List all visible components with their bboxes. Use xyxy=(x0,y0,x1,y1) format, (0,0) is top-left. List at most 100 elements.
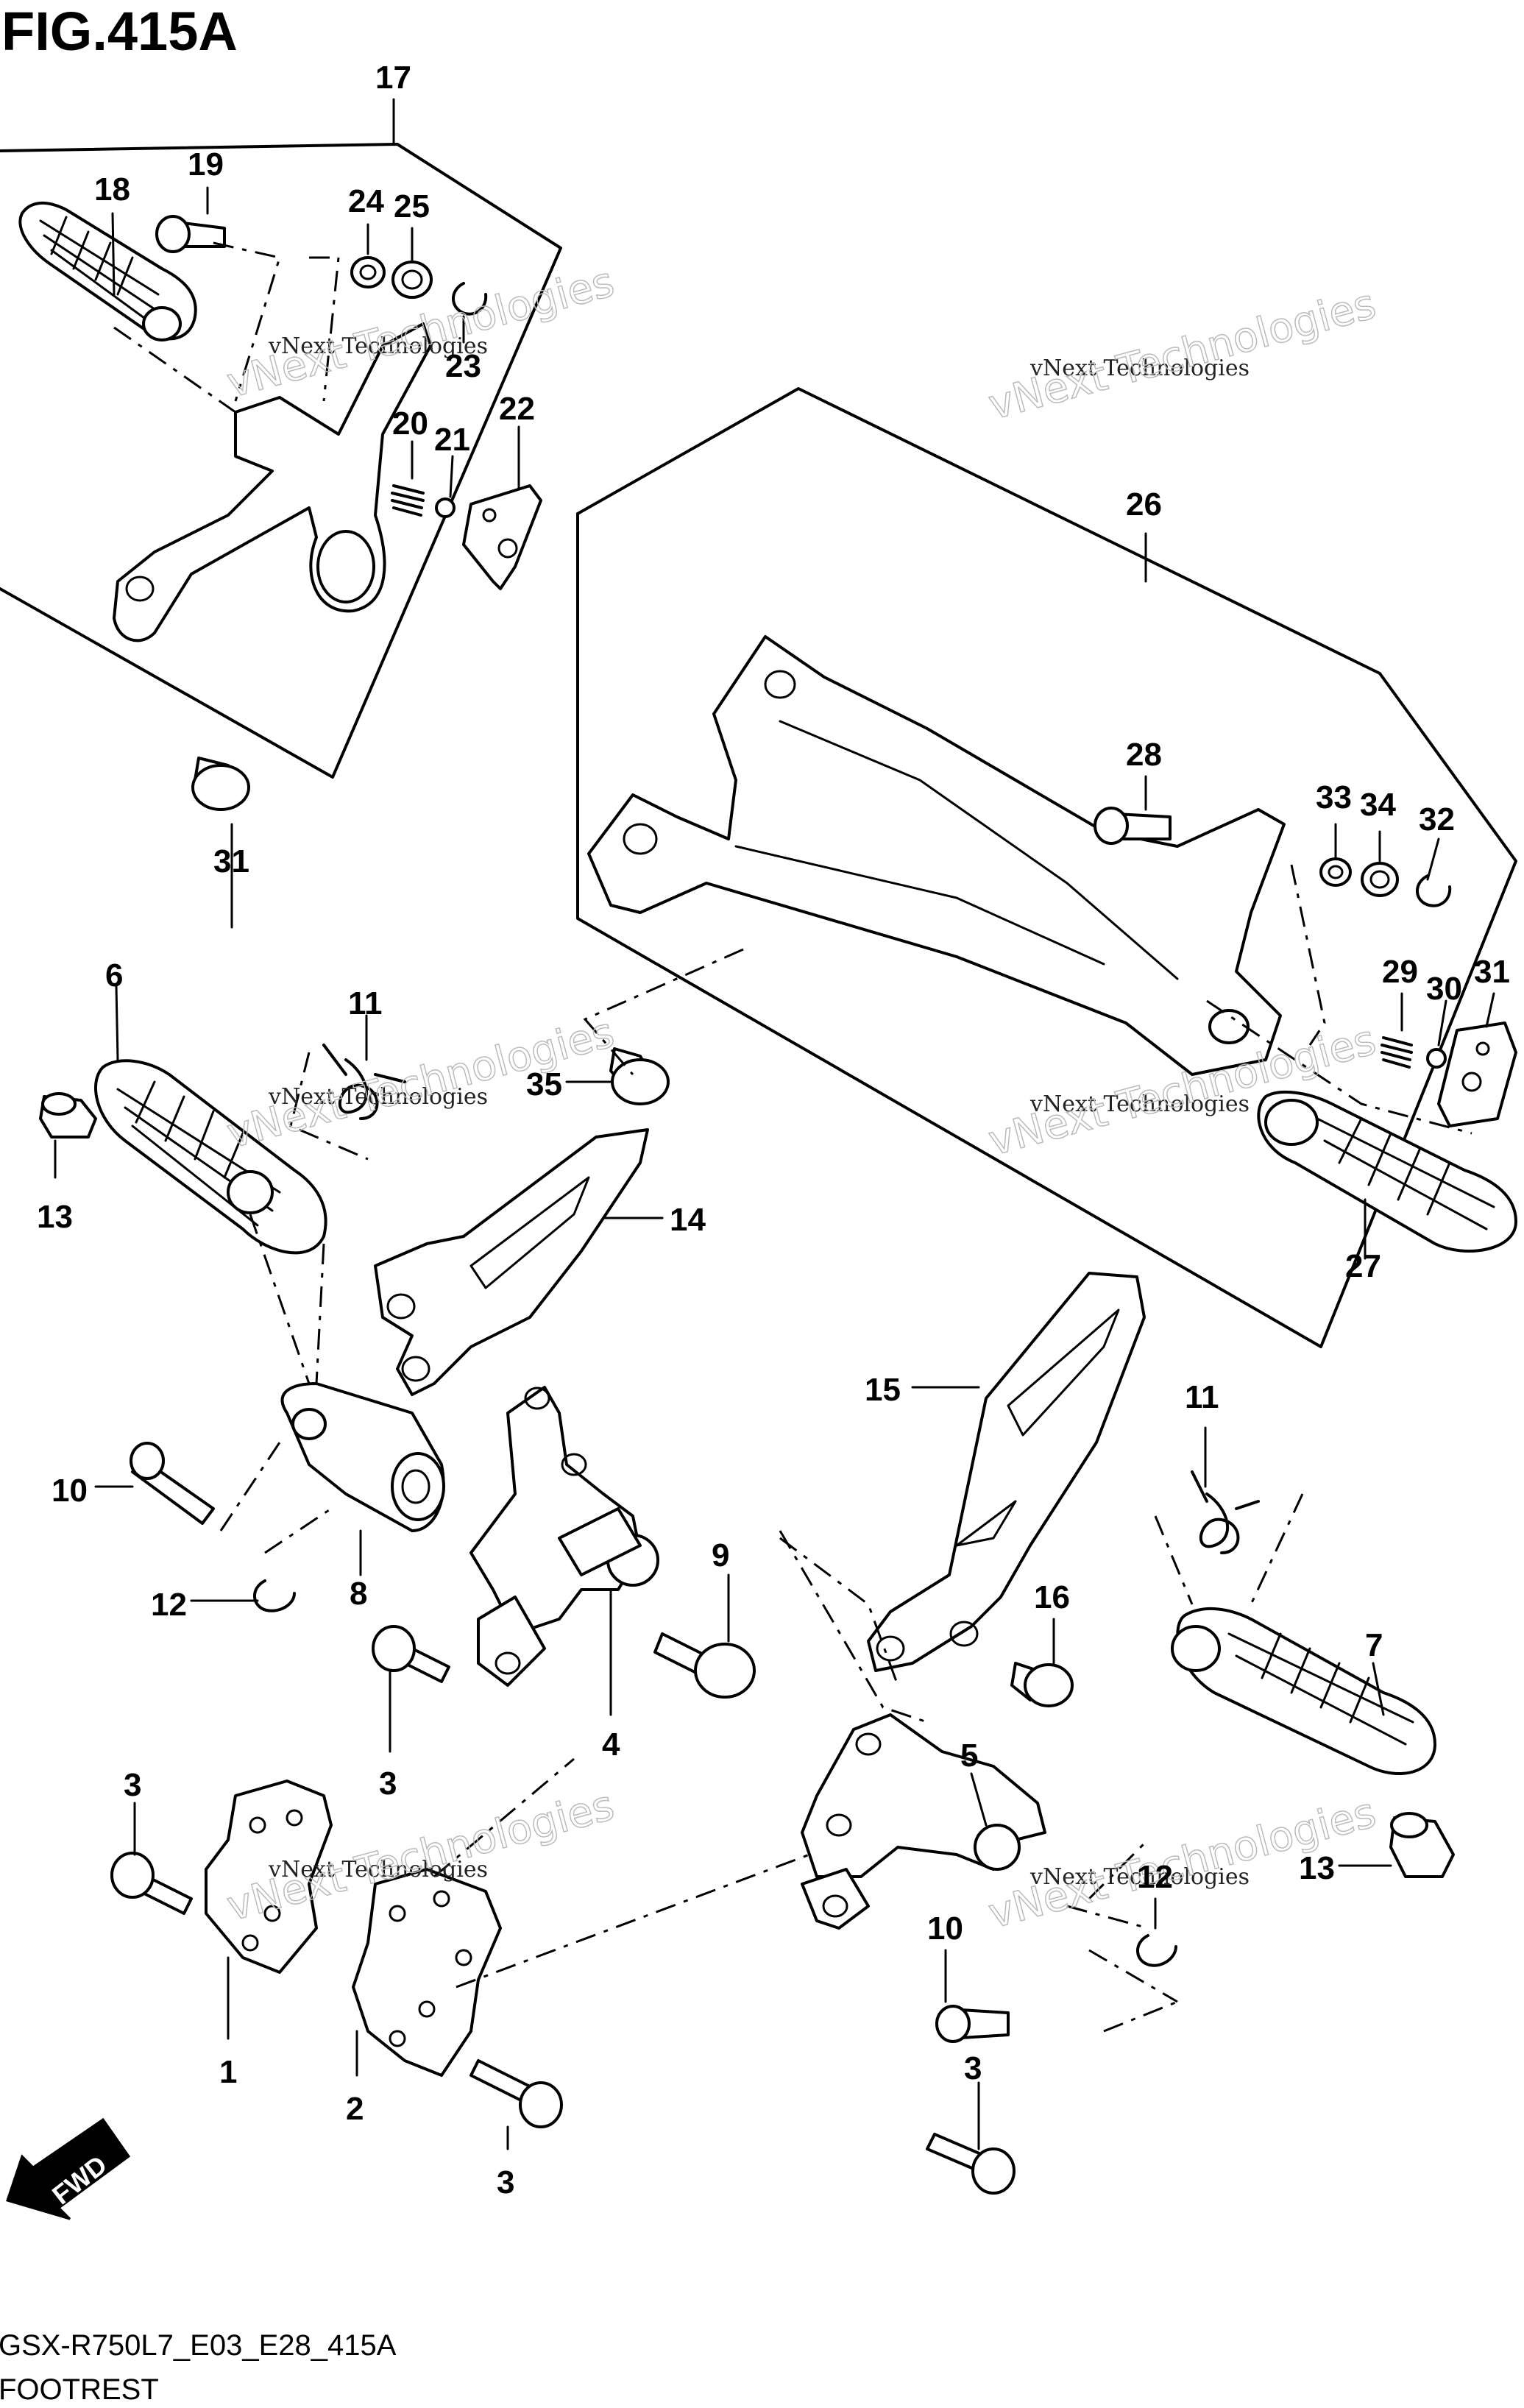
callout-6[interactable]: 6 xyxy=(105,957,123,994)
watermark-2: vNext Technologies vNext Technologies xyxy=(983,280,1381,430)
bracket-17[interactable] xyxy=(113,322,432,642)
bracket-26[interactable] xyxy=(587,635,1286,1076)
assembly-26-box xyxy=(576,387,1517,1348)
pin-10-left[interactable] xyxy=(130,1442,215,1525)
svg-text:vNext Technologies: vNext Technologies xyxy=(268,1857,488,1883)
eclip-12-left[interactable] xyxy=(253,1579,296,1612)
bolt-16[interactable] xyxy=(1010,1662,1074,1707)
callout-20[interactable]: 20 xyxy=(392,406,428,442)
holder-8[interactable] xyxy=(280,1382,445,1532)
callout-31-right[interactable]: 31 xyxy=(1474,954,1510,990)
callout-4[interactable]: 4 xyxy=(602,1727,620,1763)
fwd-arrow: FWD xyxy=(6,2117,131,2220)
callout-10-left[interactable]: 10 xyxy=(52,1473,88,1509)
callout-32[interactable]: 32 xyxy=(1419,801,1455,838)
svg-text:vNext Technologies: vNext Technologies xyxy=(268,333,488,359)
callout-28[interactable]: 28 xyxy=(1126,737,1162,773)
figure-code: GSX-R750L7_E03_E28_415A xyxy=(0,2329,397,2362)
washer-24[interactable] xyxy=(350,256,386,288)
callout-16[interactable]: 16 xyxy=(1034,1579,1070,1615)
callout-5[interactable]: 5 xyxy=(960,1738,978,1774)
callout-13-right[interactable]: 13 xyxy=(1299,1850,1335,1886)
callout-31-left[interactable]: 31 xyxy=(213,843,249,879)
callout-30[interactable]: 30 xyxy=(1426,971,1462,1007)
callout-18[interactable]: 18 xyxy=(94,171,130,208)
bolt-3-upper[interactable] xyxy=(372,1625,450,1683)
callout-34[interactable]: 34 xyxy=(1360,787,1396,823)
eclip-12-right[interactable] xyxy=(1136,1934,1177,1967)
plate-31-right[interactable] xyxy=(1437,1021,1517,1127)
washer-25[interactable] xyxy=(391,261,433,299)
callout-27[interactable]: 27 xyxy=(1345,1248,1381,1284)
bolt-3-left[interactable] xyxy=(110,1852,193,1915)
callout-35[interactable]: 35 xyxy=(526,1066,562,1102)
callout-2[interactable]: 2 xyxy=(346,2091,364,2127)
bolt-3-lower[interactable] xyxy=(469,2059,563,2128)
callout-11-right[interactable]: 11 xyxy=(1185,1379,1219,1415)
bracket-5[interactable] xyxy=(801,1713,1046,1930)
ball-30[interactable] xyxy=(1426,1048,1447,1069)
callout-3-right[interactable]: 3 xyxy=(964,2050,982,2086)
bracket-14[interactable] xyxy=(374,1128,649,1396)
spring-11-right[interactable] xyxy=(1191,1470,1260,1554)
bolt-9[interactable] xyxy=(653,1632,756,1699)
callout-13-left[interactable]: 13 xyxy=(37,1199,73,1235)
callout-labels: 17 18 19 24 25 23 20 21 22 31 26 28 33 3… xyxy=(37,60,1510,2200)
washer-33[interactable] xyxy=(1319,857,1352,887)
callout-15[interactable]: 15 xyxy=(865,1372,901,1408)
callout-7[interactable]: 7 xyxy=(1365,1627,1383,1663)
svg-text:vNext Technologies: vNext Technologies xyxy=(1029,1091,1250,1117)
callout-8[interactable]: 8 xyxy=(350,1576,367,1612)
callout-19[interactable]: 19 xyxy=(188,146,224,183)
callout-12-right[interactable]: 12 xyxy=(1137,1859,1173,1895)
callout-9[interactable]: 9 xyxy=(712,1537,729,1573)
figure-title: FIG.415A xyxy=(1,1,238,62)
spring-20[interactable] xyxy=(391,484,425,517)
callout-21[interactable]: 21 xyxy=(434,422,470,458)
plate-1[interactable] xyxy=(205,1780,333,1974)
bolt-13-right[interactable] xyxy=(1389,1812,1455,1878)
callout-10-right[interactable]: 10 xyxy=(927,1911,963,1947)
callout-3-lower[interactable]: 3 xyxy=(497,2164,514,2200)
svg-text:vNext Technologies: vNext Technologies xyxy=(1029,1864,1250,1890)
callout-24[interactable]: 24 xyxy=(348,183,384,219)
spring-11-left[interactable] xyxy=(322,1044,406,1120)
callout-29[interactable]: 29 xyxy=(1382,954,1418,990)
footpeg-6[interactable] xyxy=(94,1059,327,1255)
callout-22[interactable]: 22 xyxy=(499,391,535,427)
plate-2[interactable] xyxy=(352,1868,502,2077)
washer-34[interactable] xyxy=(1361,862,1399,897)
bracket-4[interactable] xyxy=(469,1386,659,1687)
callout-33[interactable]: 33 xyxy=(1316,779,1352,815)
eclip-32[interactable] xyxy=(1416,874,1452,907)
assembly-17-box xyxy=(0,143,562,779)
bracket-15[interactable] xyxy=(867,1272,1146,1672)
callout-1[interactable]: 1 xyxy=(219,2054,237,2090)
footpeg-18[interactable] xyxy=(18,201,197,341)
callout-14[interactable]: 14 xyxy=(670,1202,706,1238)
bolt-3-right[interactable] xyxy=(926,2133,1016,2195)
pin-19[interactable] xyxy=(155,215,226,253)
callout-17[interactable]: 17 xyxy=(375,60,411,96)
leader-lines xyxy=(54,98,1495,2150)
callout-25[interactable]: 25 xyxy=(394,188,430,224)
callout-3-left[interactable]: 3 xyxy=(124,1767,141,1803)
footpeg-7[interactable] xyxy=(1171,1607,1436,1775)
bolt-13-left[interactable] xyxy=(39,1092,97,1139)
callout-23[interactable]: 23 xyxy=(445,348,481,384)
callout-26[interactable]: 26 xyxy=(1126,486,1162,523)
callout-11-left[interactable]: 11 xyxy=(348,985,383,1021)
pin-10-right[interactable] xyxy=(935,2005,1010,2043)
bolt-35[interactable] xyxy=(609,1047,670,1105)
footpeg-27[interactable] xyxy=(1257,1091,1517,1253)
ball-21[interactable] xyxy=(435,497,456,518)
spring-29[interactable] xyxy=(1381,1036,1413,1069)
plate-22[interactable] xyxy=(462,484,542,590)
svg-text:vNext Technologies: vNext Technologies xyxy=(1029,355,1250,381)
callout-3-upper[interactable]: 3 xyxy=(379,1766,397,1802)
callout-12-left[interactable]: 12 xyxy=(151,1587,187,1623)
bolt-31-left[interactable] xyxy=(191,757,250,811)
pin-28[interactable] xyxy=(1094,807,1172,845)
eclip-23[interactable] xyxy=(452,282,488,316)
